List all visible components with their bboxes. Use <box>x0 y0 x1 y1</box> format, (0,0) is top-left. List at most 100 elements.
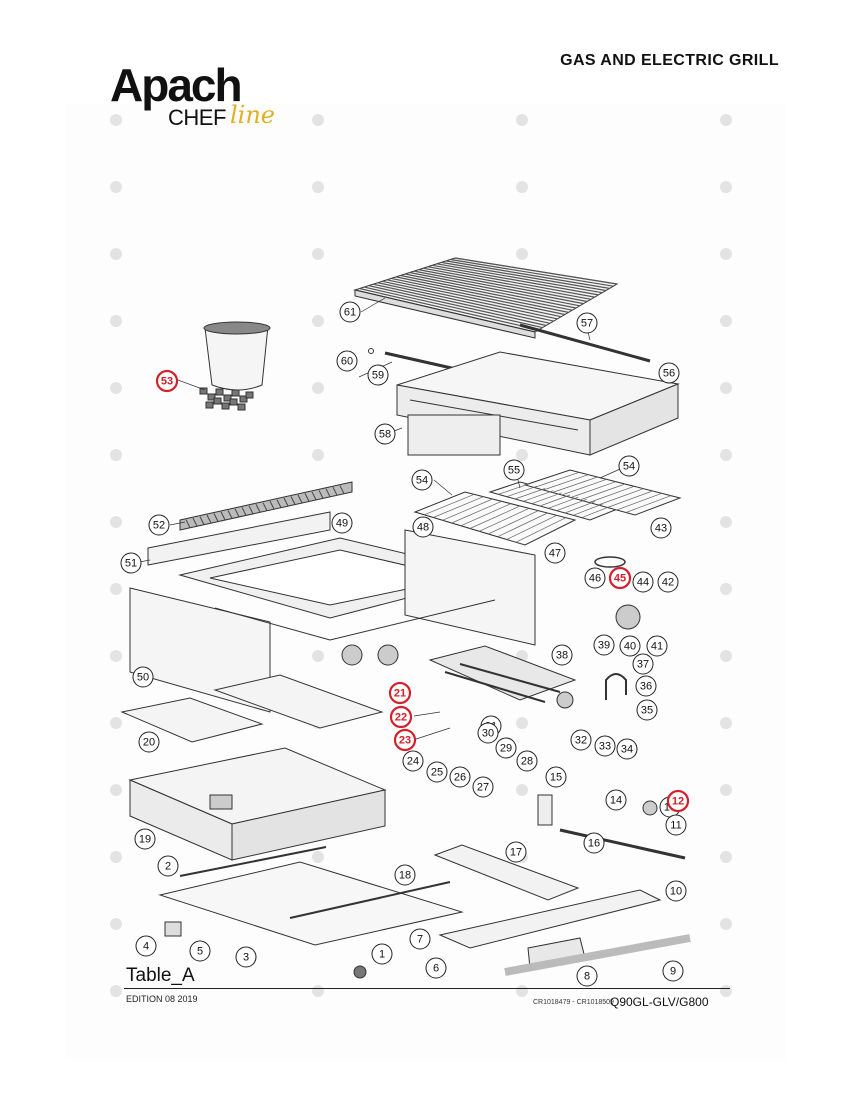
callout-38: 38 <box>551 644 573 666</box>
svg-text:43: 43 <box>655 523 667 535</box>
lava-rock <box>245 391 254 399</box>
svg-text:55: 55 <box>508 465 520 477</box>
lava-rock <box>223 394 232 402</box>
svg-text:27: 27 <box>477 782 489 794</box>
registration-dot <box>516 449 528 461</box>
logo-line-script: line <box>230 101 276 129</box>
registration-dot <box>720 851 732 863</box>
callout-6: 6 <box>425 957 447 979</box>
svg-text:36: 36 <box>640 681 652 693</box>
svg-text:26: 26 <box>454 772 466 784</box>
main-frame <box>129 511 536 713</box>
svg-text:41: 41 <box>651 641 663 653</box>
callout-9: 9 <box>662 960 684 982</box>
parts-linework <box>120 257 691 979</box>
svg-text:30: 30 <box>482 728 494 740</box>
logo-chef-wordmark: CHEF <box>168 105 226 130</box>
callout-44: 44 <box>632 571 654 593</box>
svg-text:59: 59 <box>372 370 384 382</box>
lava-rock <box>215 388 224 396</box>
svg-text:10: 10 <box>670 886 682 898</box>
svg-text:37: 37 <box>637 659 649 671</box>
registration-dot <box>110 583 122 595</box>
lava-rock-bag <box>199 321 271 411</box>
registration-dot <box>110 985 122 997</box>
callout-11: 11 <box>665 814 687 836</box>
registration-dot <box>720 784 732 796</box>
registration-dot <box>110 851 122 863</box>
callout-39: 39 <box>593 634 615 656</box>
svg-text:17: 17 <box>510 847 522 859</box>
svg-text:56: 56 <box>663 368 675 380</box>
edition-text: EDITION 08 2019 <box>126 994 198 1004</box>
svg-text:23: 23 <box>399 735 411 747</box>
registration-dot <box>110 114 122 126</box>
registration-dot <box>312 248 324 260</box>
callout-53: 53 <box>155 369 179 393</box>
registration-dot <box>720 918 732 930</box>
svg-text:49: 49 <box>336 518 348 530</box>
svg-text:18: 18 <box>399 870 411 882</box>
lava-rock <box>239 395 248 403</box>
registration-dot <box>516 248 528 260</box>
rod <box>519 323 651 363</box>
svg-text:32: 32 <box>575 735 587 747</box>
callout-2: 2 <box>157 855 179 877</box>
channel-17 <box>433 844 580 901</box>
svg-text:19: 19 <box>139 834 151 846</box>
svg-text:8: 8 <box>584 971 590 983</box>
cable <box>594 556 626 568</box>
callout-10: 10 <box>665 880 687 902</box>
valve-11 <box>642 800 658 816</box>
callout-33: 33 <box>594 735 616 757</box>
callout-59: 59 <box>367 364 389 386</box>
callout-43: 43 <box>650 517 672 539</box>
registration-dot <box>720 114 732 126</box>
callout-27: 27 <box>472 776 494 798</box>
svg-text:40: 40 <box>624 641 636 653</box>
product-codes: CR1018479 - CR1018509 <box>533 999 614 1006</box>
svg-text:46: 46 <box>589 573 601 585</box>
svg-text:44: 44 <box>637 577 649 589</box>
callout-56: 56 <box>658 362 680 384</box>
callout-42: 42 <box>657 571 679 593</box>
svg-text:14: 14 <box>610 795 622 807</box>
registration-dot <box>312 985 324 997</box>
svg-text:33: 33 <box>599 741 611 753</box>
svg-text:20: 20 <box>143 737 155 749</box>
side-channel <box>213 674 384 729</box>
callout-15: 15 <box>545 766 567 788</box>
callout-21: 21 <box>388 681 412 705</box>
callout-51: 51 <box>120 552 142 574</box>
callout-41: 41 <box>646 635 668 657</box>
svg-text:39: 39 <box>598 640 610 652</box>
grease-tray <box>396 351 680 456</box>
callout-29: 29 <box>495 737 517 759</box>
callout-46: 46 <box>584 567 606 589</box>
base-housing <box>128 747 387 861</box>
lava-rock <box>199 387 208 395</box>
svg-text:57: 57 <box>581 318 593 330</box>
svg-text:21: 21 <box>394 688 406 700</box>
svg-text:51: 51 <box>125 558 137 570</box>
burner-assembly <box>428 645 577 709</box>
rod-16 <box>559 828 686 860</box>
callout-7: 7 <box>409 928 431 950</box>
registration-dot <box>720 650 732 662</box>
registration-dot <box>516 114 528 126</box>
front-rail <box>438 889 662 949</box>
callout-35: 35 <box>636 699 658 721</box>
registration-dot <box>312 181 324 193</box>
svg-text:60: 60 <box>341 356 353 368</box>
valve-left <box>341 644 363 666</box>
callout-24: 24 <box>402 750 424 772</box>
rail-2 <box>179 846 327 877</box>
callout-16: 16 <box>583 832 605 854</box>
registration-dot <box>110 918 122 930</box>
registration-dot <box>110 181 122 193</box>
callout-17: 17 <box>505 841 527 863</box>
svg-text:6: 6 <box>433 963 439 975</box>
callout-32: 32 <box>570 729 592 751</box>
svg-text:38: 38 <box>556 650 568 662</box>
